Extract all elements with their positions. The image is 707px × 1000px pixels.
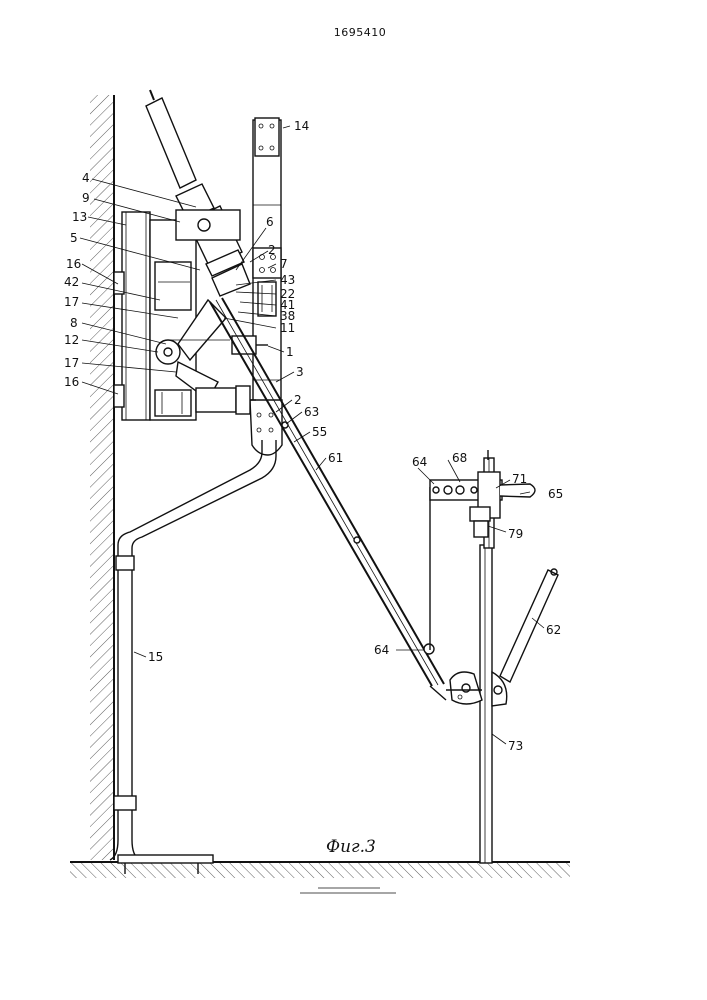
label-16-lower: 16: [64, 375, 79, 389]
label-15: 15: [148, 650, 163, 664]
label-6: 6: [266, 215, 274, 229]
label-55: 55: [312, 425, 327, 439]
lower-hinge: [446, 569, 558, 706]
support-frame: [114, 212, 196, 420]
label-42: 42: [64, 275, 79, 289]
label-64-upper: 64: [412, 455, 427, 469]
label-68: 68: [452, 451, 467, 465]
wall: [90, 95, 114, 860]
label-43: 43: [280, 273, 295, 287]
label-7: 7: [280, 257, 288, 271]
label-14: 14: [294, 119, 309, 133]
label-1: 1: [286, 345, 294, 359]
floor: [70, 862, 570, 878]
bottom-marks: [300, 888, 396, 893]
label-4: 4: [82, 171, 90, 185]
column-lower-bracket: [250, 400, 282, 455]
label-8: 8: [70, 316, 78, 330]
label-64-lower: 64: [374, 643, 389, 657]
label-79: 79: [508, 527, 523, 541]
label-12: 12: [64, 333, 79, 347]
label-63: 63: [304, 405, 319, 419]
label-17-upper: 17: [64, 295, 79, 309]
label-2-lower: 2: [294, 393, 302, 407]
label-73: 73: [508, 739, 523, 753]
label-2-upper: 2: [268, 243, 276, 257]
label-65: 65: [548, 487, 563, 501]
inclined-boom: [210, 298, 446, 700]
label-11: 11: [280, 321, 295, 335]
label-13: 13: [72, 210, 87, 224]
curved-pipe: [110, 440, 276, 874]
figure-caption: Фиг.3: [326, 837, 376, 857]
label-3: 3: [296, 365, 304, 379]
label-17-lower: 17: [64, 356, 79, 370]
label-62: 62: [546, 623, 561, 637]
label-9: 9: [82, 191, 90, 205]
label-16-upper: 16: [66, 257, 81, 271]
label-61: 61: [328, 451, 343, 465]
label-71: 71: [512, 472, 527, 486]
label-5: 5: [70, 231, 78, 245]
